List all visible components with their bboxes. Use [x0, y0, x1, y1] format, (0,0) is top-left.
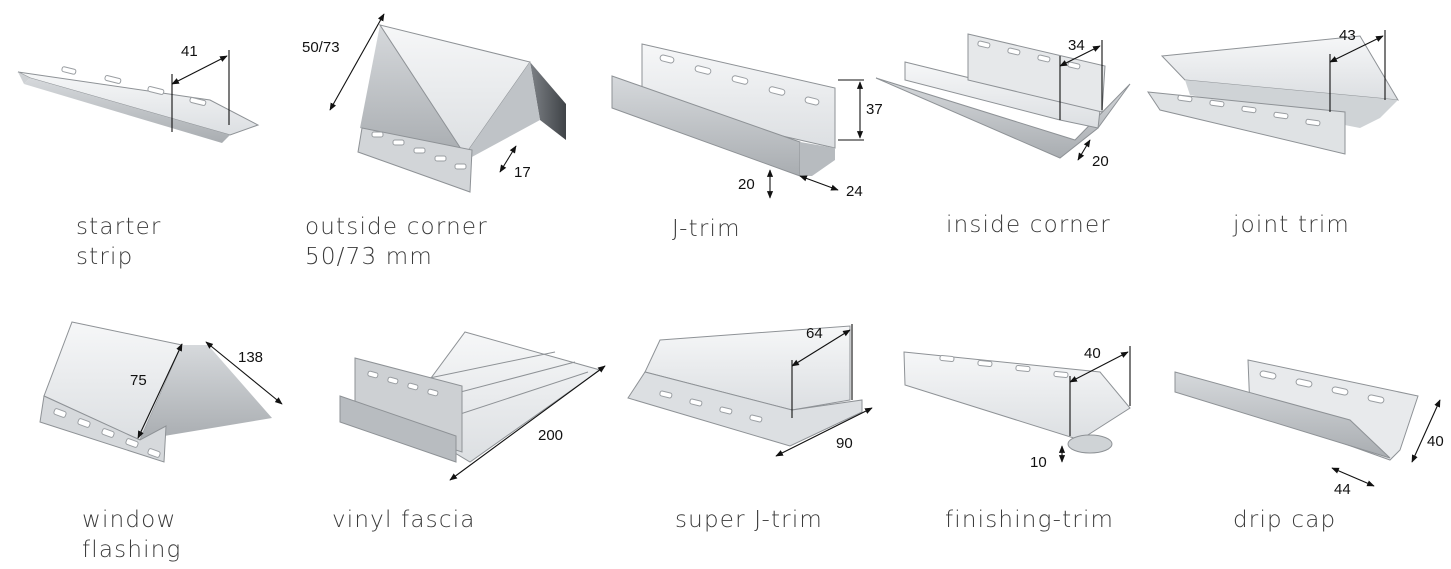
caption-line: strip [76, 244, 134, 270]
caption-line: J-trim [672, 216, 741, 242]
dim-window-flashing-138: 138 [238, 349, 263, 366]
caption-line: starter [76, 214, 162, 240]
dim-finishing-trim-10: 10 [1030, 454, 1047, 471]
caption-line: vinyl fascia [332, 507, 476, 533]
dim-window-flashing-75: 75 [130, 372, 147, 389]
starter-strip-profile [17, 66, 260, 143]
j-trim-profile [611, 43, 836, 177]
dim-outside-corner-17: 17 [514, 164, 531, 181]
dim-inside-corner-34: 34 [1068, 37, 1085, 54]
dim-joint-trim-43: 43 [1339, 27, 1356, 44]
dimension-lines [137, 13, 1441, 487]
dim-j-trim-20: 20 [738, 176, 755, 193]
dim-j-trim-37: 37 [866, 101, 883, 118]
dim-vinyl-fascia-200: 200 [538, 427, 563, 444]
dim-j-trim-24: 24 [846, 183, 863, 200]
window-flashing-profile [39, 321, 272, 463]
caption-line: joint trim [1233, 212, 1351, 238]
caption-line: flashing [82, 537, 182, 563]
finishing-trim-profile [903, 351, 1131, 454]
caption-joint-trim: joint trim [1233, 210, 1350, 240]
dim-super-j-trim-64: 64 [806, 325, 823, 342]
joint-trim-profile [1146, 35, 1399, 155]
dim-finishing-trim-40: 40 [1084, 345, 1101, 362]
dim-inside-corner-20: 20 [1092, 153, 1109, 170]
caption-line: super J-trim [675, 507, 824, 533]
caption-window-flashing: window flashing [82, 505, 182, 565]
caption-drip-cap: drip cap [1233, 505, 1336, 535]
dim-drip-cap-44: 44 [1334, 481, 1351, 498]
caption-line: 50/73 mm [305, 244, 434, 270]
drip-cap-profile [1174, 359, 1419, 461]
caption-vinyl-fascia: vinyl fascia [332, 505, 476, 535]
dim-drip-cap-40: 40 [1427, 433, 1444, 450]
caption-j-trim: J-trim [672, 214, 741, 244]
caption-line: finishing-trim [945, 507, 1115, 533]
caption-line: outside corner [305, 214, 488, 240]
dimension-labels: 41 50/73 17 37 20 24 34 20 43 75 138 200… [130, 27, 1444, 498]
caption-inside-corner: inside corner [946, 210, 1111, 240]
inside-corner-profile [875, 33, 1131, 159]
caption-super-j-trim: super J-trim [675, 505, 823, 535]
caption-outside-corner: outside corner 50/73 mm [305, 212, 488, 272]
caption-line: inside corner [946, 212, 1111, 238]
outside-corner-profile [357, 24, 566, 193]
caption-line: drip cap [1233, 507, 1337, 533]
dim-super-j-trim-90: 90 [836, 435, 853, 452]
caption-finishing-trim: finishing-trim [945, 505, 1114, 535]
caption-line: window [82, 507, 177, 533]
dim-starter-strip-41: 41 [181, 43, 198, 60]
dim-outside-corner-50-73: 50/73 [302, 39, 340, 56]
caption-starter-strip: starter strip [76, 212, 162, 272]
